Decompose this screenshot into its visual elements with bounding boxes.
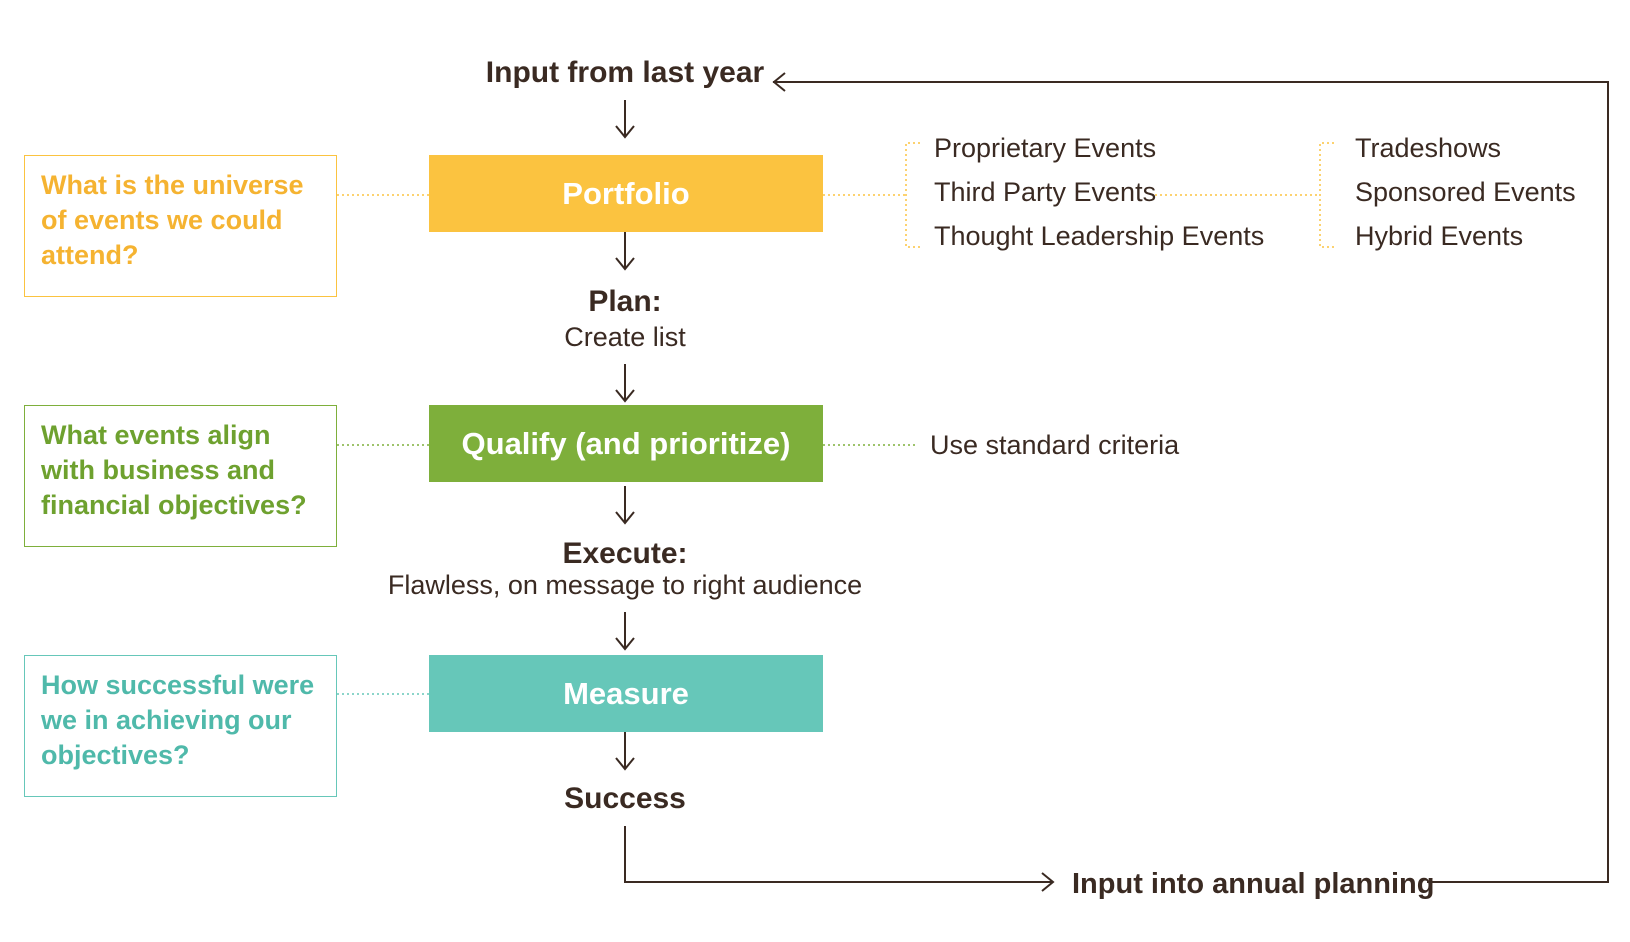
execute-step-description: Flawless, on message to right audience bbox=[387, 570, 863, 600]
event-type-proprietary: Proprietary Events bbox=[934, 133, 1157, 163]
event-type-sponsored: Sponsored Events bbox=[1355, 177, 1576, 207]
qualify-stage-label: Qualify (and prioritize) bbox=[461, 425, 791, 461]
third-party-event-types-list: Tradeshows Sponsored Events Hybrid Event… bbox=[1355, 131, 1605, 263]
measure-question-text: How successful were we in achieving our … bbox=[41, 670, 315, 770]
success-label: Success bbox=[564, 782, 686, 815]
arrow-input-to-portfolio bbox=[615, 100, 635, 139]
measure-stage-label: Measure bbox=[563, 675, 689, 711]
event-type-third-party: Third Party Events bbox=[934, 177, 1157, 207]
arrow-portfolio-to-plan bbox=[615, 232, 635, 271]
arrow-success-to-annual-planning bbox=[624, 826, 1055, 892]
feedback-loop-arrow bbox=[772, 72, 1609, 883]
event-type-hybrid: Hybrid Events bbox=[1355, 221, 1524, 251]
arrow-qualify-to-execute bbox=[615, 486, 635, 525]
input-into-annual-planning-label: Input into annual planning bbox=[1072, 868, 1435, 900]
measure-question-box: How successful were we in achieving our … bbox=[24, 655, 337, 797]
portfolio-event-types-list: Proprietary Events Third Party Events Th… bbox=[934, 131, 1265, 263]
qualify-question-text: What events align with business and fina… bbox=[41, 420, 307, 520]
event-type-tradeshows: Tradeshows bbox=[1355, 133, 1502, 163]
portfolio-stage-label: Portfolio bbox=[562, 175, 690, 211]
portfolio-types-bracket bbox=[905, 142, 920, 248]
arrow-plan-to-qualify bbox=[615, 364, 635, 403]
measure-stage: Measure bbox=[429, 655, 823, 732]
portfolio-stage: Portfolio bbox=[429, 155, 823, 232]
qualify-question-box: What events align with business and fina… bbox=[24, 405, 337, 547]
qualify-stage: Qualify (and prioritize) bbox=[429, 405, 823, 482]
input-from-last-year-label: Input from last year bbox=[485, 56, 765, 89]
portfolio-question-text: What is the universe of events we could … bbox=[41, 170, 304, 270]
qualify-criteria-note: Use standard criteria bbox=[930, 430, 1180, 460]
execute-step-title: Execute: bbox=[562, 537, 688, 570]
event-type-thought-leadership: Thought Leadership Events bbox=[934, 221, 1265, 251]
third-party-types-bracket bbox=[1319, 142, 1334, 248]
arrow-execute-to-measure bbox=[615, 612, 635, 651]
plan-step-title: Plan: bbox=[588, 285, 662, 318]
plan-step-description: Create list bbox=[564, 322, 686, 352]
portfolio-question-box: What is the universe of events we could … bbox=[24, 155, 337, 297]
arrow-measure-to-success bbox=[615, 732, 635, 771]
